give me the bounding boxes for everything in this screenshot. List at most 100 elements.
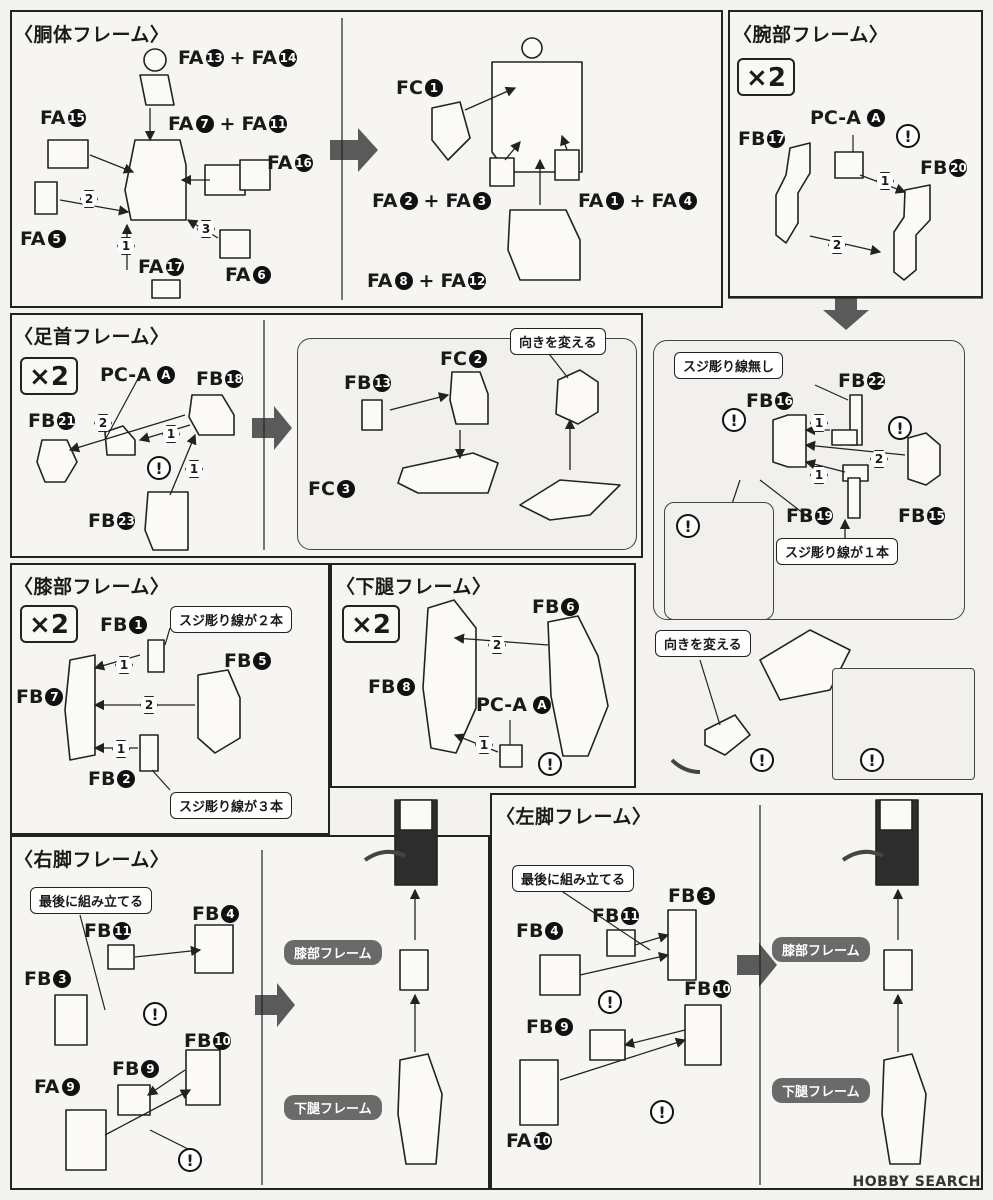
part-prefix: FB <box>920 157 948 179</box>
part-prefix: FB <box>746 390 774 412</box>
note-no-groove-line: スジ彫り線無し <box>674 352 784 379</box>
part-number-badge: 10 <box>713 980 732 998</box>
note-assemble-last-right: 最後に組み立てる <box>30 887 153 914</box>
part-prefix: FA <box>578 190 604 212</box>
title-ankle-frame: 〈足首フレーム〉 <box>14 326 170 348</box>
part-number-badge: 12 <box>467 272 486 290</box>
part-prefix: FA <box>251 47 277 69</box>
part-prefix: PC-A <box>100 364 151 386</box>
part-prefix: FB <box>516 920 544 942</box>
caution-icon: ! <box>896 124 920 148</box>
step-marker: 2 <box>870 450 888 468</box>
tag-lowerleg-frame-left: 下腿フレーム <box>772 1078 870 1103</box>
plus-sign: + <box>418 270 435 292</box>
part-prefix: FB <box>684 978 712 1000</box>
title-knee-frame: 〈膝部フレーム〉 <box>14 576 170 598</box>
part-number-badge: 6 <box>561 598 580 616</box>
part-number-badge: 16 <box>775 392 794 410</box>
part-prefix: FB <box>532 596 560 618</box>
step-marker: 1 <box>117 237 135 255</box>
tag-knee-frame-right: 膝部フレーム <box>284 940 382 965</box>
quantity-badge-knee: ×2 <box>20 605 78 643</box>
part-prefix: FB <box>16 686 44 708</box>
plus-sign: + <box>423 190 440 212</box>
caution-icon: ! <box>750 748 774 772</box>
quantity-badge-ankle: ×2 <box>20 357 78 395</box>
caution-icon: ! <box>178 1148 202 1172</box>
part-prefix: FB <box>898 505 926 527</box>
step-marker: 1 <box>162 425 180 443</box>
part-number-badge: 2 <box>468 350 487 368</box>
part-number-badge: 7 <box>45 688 64 706</box>
part-prefix: FB <box>786 505 814 527</box>
part-prefix: FA <box>506 1130 532 1152</box>
part-number-badge: 13 <box>373 374 392 392</box>
part-prefix: FB <box>838 370 866 392</box>
tag-lowerleg-frame-right: 下腿フレーム <box>284 1095 382 1120</box>
part-number-badge: 2 <box>117 770 136 788</box>
part-number-badge: 3 <box>697 887 716 905</box>
part-number-badge: 13 <box>205 49 224 67</box>
part-number-badge: 4 <box>545 922 564 940</box>
part-prefix: FB <box>88 510 116 532</box>
caution-icon: ! <box>650 1100 674 1124</box>
part-number-badge: 19 <box>815 507 834 525</box>
note-assemble-last-left: 最後に組み立てる <box>512 865 635 892</box>
part-prefix: FB <box>224 650 252 672</box>
quantity-badge-arm: ×2 <box>737 58 795 96</box>
part-number-badge: 1 <box>605 192 624 210</box>
step-marker: 2 <box>828 236 846 254</box>
part-number-badge: 17 <box>767 130 786 148</box>
caution-icon: ! <box>888 416 912 440</box>
part-number-badge: 11 <box>621 907 640 925</box>
part-prefix: FA <box>241 113 267 135</box>
part-prefix: FB <box>196 368 224 390</box>
part-number-badge: 22 <box>867 372 886 390</box>
plus-sign: + <box>229 47 246 69</box>
part-prefix: FA <box>651 190 677 212</box>
note-change-direction-arm: 向きを変える <box>655 630 751 657</box>
part-number-badge: 3 <box>53 970 72 988</box>
step-marker: 1 <box>876 172 894 190</box>
part-prefix: FA <box>372 190 398 212</box>
title-rightleg-frame: 〈右脚フレーム〉 <box>14 849 170 871</box>
part-prefix: FB <box>184 1030 212 1052</box>
step-marker: 2 <box>488 636 506 654</box>
caution-icon: ! <box>676 514 700 538</box>
part-prefix: FC <box>440 348 467 370</box>
part-number-badge: 18 <box>225 370 244 388</box>
part-number-badge: 2 <box>399 192 418 210</box>
note-change-direction-ankle: 向きを変える <box>510 328 606 355</box>
part-number-badge: 1 <box>129 616 148 634</box>
note-one-groove-line: スジ彫り線が１本 <box>776 538 899 565</box>
part-number-badge: 4 <box>221 905 240 923</box>
part-prefix: FA <box>40 107 66 129</box>
part-number-badge: 11 <box>268 115 287 133</box>
part-prefix: FC <box>308 478 335 500</box>
tag-knee-frame-left: 膝部フレーム <box>772 937 870 962</box>
